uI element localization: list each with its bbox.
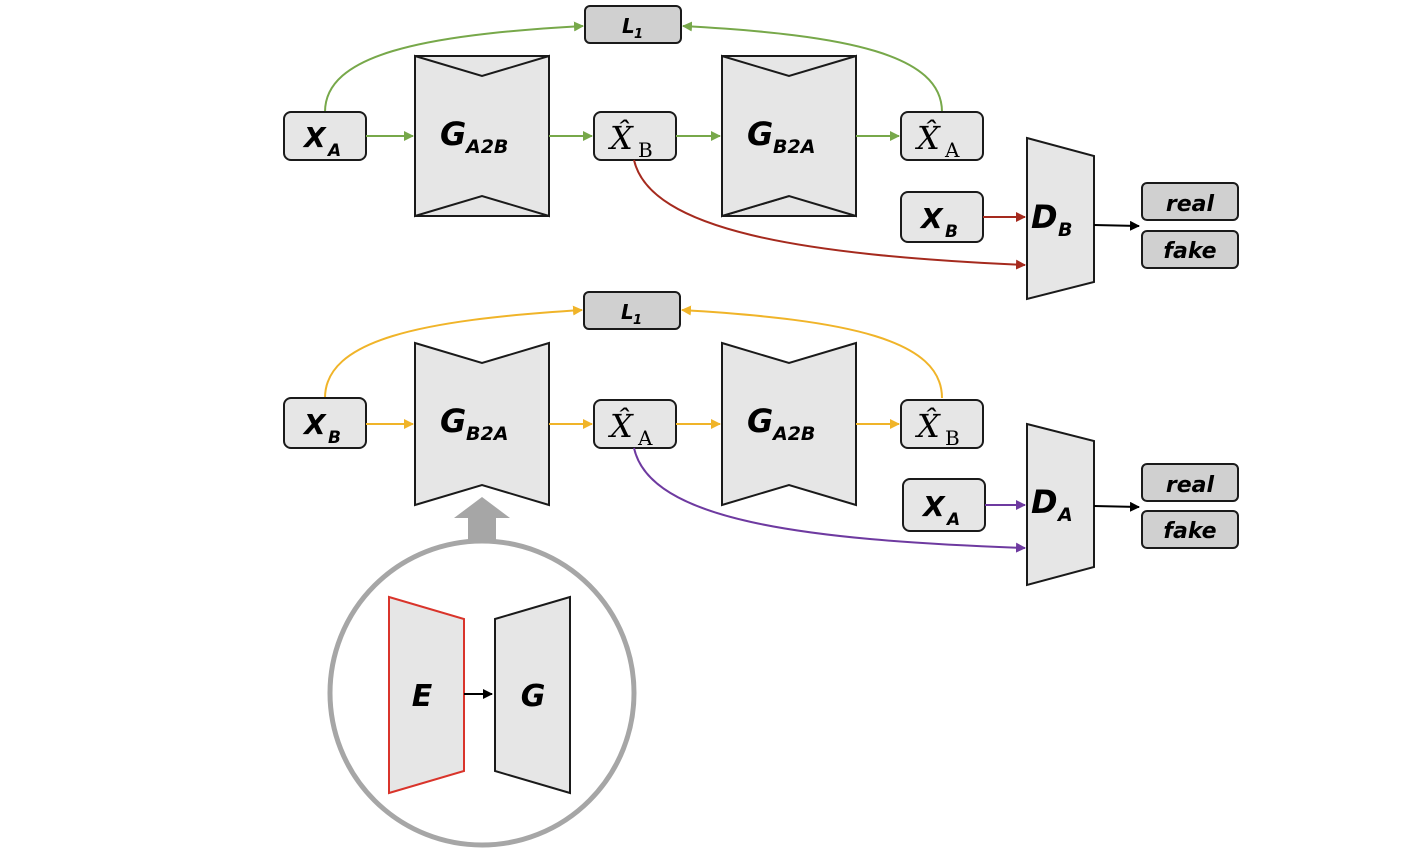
bottom-reconstruction-box xyxy=(900,399,984,449)
top-reconstruction-sub: A xyxy=(944,138,960,162)
bottom-out-real-label: real xyxy=(1166,473,1215,498)
bottom-input-label: X xyxy=(302,408,327,441)
top-intermediate-label: X̂ xyxy=(607,119,634,157)
bottom-cycle-arc-left xyxy=(324,305,583,399)
inset-encoder-label: E xyxy=(412,679,433,714)
bottom-discriminator-label: D xyxy=(1031,483,1058,521)
generator-inset: E G xyxy=(327,497,637,848)
top-generator2-label: G xyxy=(747,115,773,153)
bottom-intermediate-box xyxy=(593,399,677,449)
top-real-input-sub: B xyxy=(945,222,958,242)
bottom-generator2-hourglass xyxy=(721,341,857,507)
top-discriminator-label: D xyxy=(1031,198,1058,236)
bottom-reconstruction-label: X̂ xyxy=(914,407,941,445)
bottom-cycle-arc-right xyxy=(681,305,943,399)
bottom-adv-arrow-fake xyxy=(633,447,1026,553)
bottom-intermediate-sub: A xyxy=(637,426,653,450)
top-out-fake-label: fake xyxy=(1163,239,1216,264)
bottom-discriminator-shape xyxy=(1026,422,1095,587)
bottom-l1-label: L xyxy=(621,300,634,324)
top-adv-arrow-fake xyxy=(633,159,1026,270)
top-cycle-arc-left xyxy=(324,21,584,113)
top-cycle-arc-right xyxy=(682,21,943,113)
top-discriminator-sub: B xyxy=(1058,219,1072,241)
bottom-generator1-hourglass xyxy=(414,341,550,507)
top-out-fake-box xyxy=(1141,230,1239,269)
bottom-disc-output-arrow xyxy=(1093,501,1140,512)
inset-up-arrow-icon xyxy=(454,497,510,543)
bottom-real-input-label: X xyxy=(921,490,946,523)
top-out-real-label: real xyxy=(1166,192,1215,217)
top-generator2-sub: B2A xyxy=(773,136,815,158)
bottom-out-fake-label: fake xyxy=(1163,519,1216,544)
bottom-out-real-box xyxy=(1141,463,1239,502)
top-disc-output-arrow xyxy=(1093,220,1140,231)
top-cycle: L 1 X A G A2B X̂ B G B2A X̂ A X B xyxy=(283,5,1239,301)
top-generator1-sub: A2B xyxy=(464,136,508,158)
bottom-generator2-label: G xyxy=(747,402,773,440)
inset-generator-shape xyxy=(494,595,571,795)
bottom-input-sub: B xyxy=(328,428,341,448)
top-input-sub: A xyxy=(326,141,341,161)
top-generator2-hourglass xyxy=(721,54,857,218)
top-input-label: X xyxy=(302,121,327,154)
bottom-cycle: L 1 X B G B2A X̂ A G A2B X̂ B X A D A re… xyxy=(283,291,1239,587)
top-l1-sub: 1 xyxy=(634,27,643,42)
bottom-generator2-sub: A2B xyxy=(771,423,815,445)
bottom-l1-loss-box xyxy=(583,291,681,330)
bottom-out-fake-box xyxy=(1141,510,1239,549)
top-generator1-label: G xyxy=(440,115,466,153)
top-l1-loss-box xyxy=(584,5,682,44)
top-out-real-box xyxy=(1141,182,1239,221)
bottom-l1-sub: 1 xyxy=(633,313,642,328)
top-intermediate-box xyxy=(593,111,677,161)
top-discriminator-shape xyxy=(1026,136,1095,301)
top-reconstruction-box xyxy=(900,111,984,161)
inset-encoder-shape xyxy=(388,595,465,795)
bottom-discriminator-sub: A xyxy=(1056,504,1073,526)
top-reconstruction-label: X̂ xyxy=(914,119,941,157)
bottom-reconstruction-sub: B xyxy=(945,426,960,450)
top-l1-label: L xyxy=(622,14,635,38)
bottom-generator1-label: G xyxy=(440,402,466,440)
bottom-intermediate-label: X̂ xyxy=(607,407,634,445)
bottom-generator1-sub: B2A xyxy=(466,423,508,445)
top-intermediate-sub: B xyxy=(638,138,653,162)
top-generator1-hourglass xyxy=(414,54,550,218)
bottom-real-input-sub: A xyxy=(945,510,960,530)
inset-generator-label: G xyxy=(521,679,546,714)
top-real-input-label: X xyxy=(919,202,944,235)
